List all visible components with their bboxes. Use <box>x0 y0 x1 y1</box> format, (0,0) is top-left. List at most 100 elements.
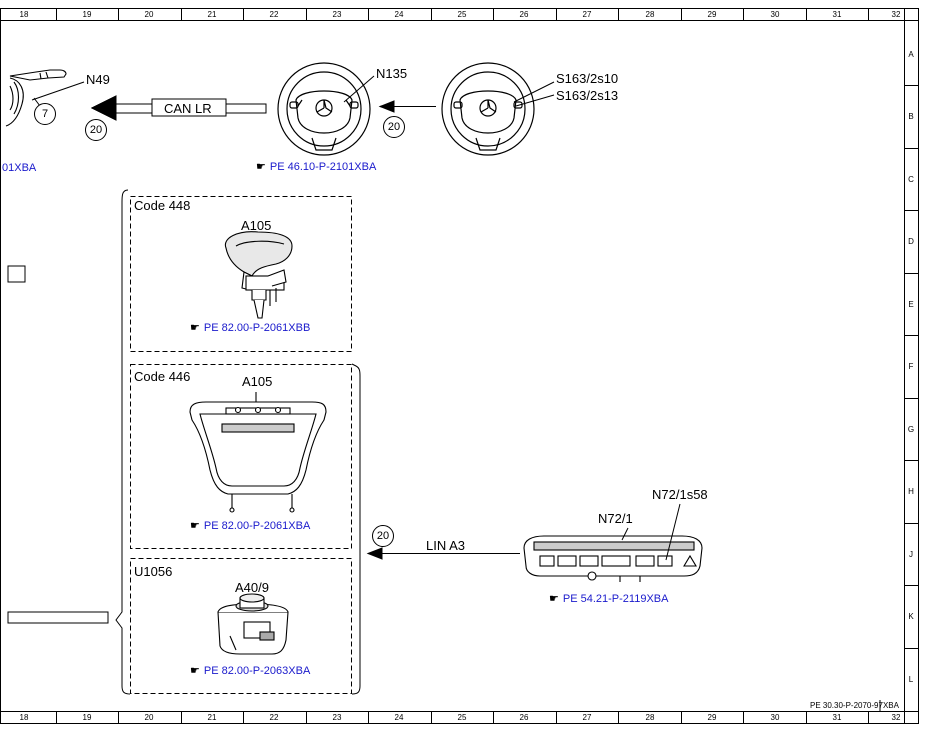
col-label: 19 <box>82 10 92 19</box>
lin-a3-label: LIN A3 <box>426 538 466 553</box>
row-label: J <box>909 550 913 559</box>
row-label: E <box>908 300 914 309</box>
n49-steering-column-switch <box>5 69 67 127</box>
col-label: 26 <box>519 713 529 722</box>
row-label: B <box>908 112 914 121</box>
col-label: 31 <box>832 10 842 19</box>
pointing-hand-icon: ☛ <box>190 322 200 334</box>
col-label: 23 <box>332 713 342 722</box>
u1056-ref-text: PE 82.00-P-2063XBA <box>203 665 311 677</box>
col-label: 24 <box>394 10 404 19</box>
col-label: 18 <box>19 713 29 722</box>
n72-1-control-panel <box>523 535 703 582</box>
col-label: 20 <box>144 10 154 19</box>
switch-arrow <box>378 100 436 113</box>
col-label: 28 <box>645 713 655 722</box>
pointing-hand-icon: ☛ <box>190 665 200 677</box>
s163-steering-wheel <box>441 62 535 156</box>
n72-1-label: N72/1 <box>598 511 633 526</box>
left-partial-ref[interactable]: 01XBA <box>2 162 37 174</box>
col-label: 19 <box>82 713 92 722</box>
connector-circle-7: 7 <box>34 103 56 125</box>
code446-component: A105 <box>242 374 273 389</box>
s163-leader-1 <box>513 81 555 103</box>
drawing-frame <box>0 8 919 724</box>
can-lr-label: CAN LR <box>164 101 212 116</box>
pointing-hand-icon: ☛ <box>190 520 200 532</box>
code446-box <box>130 364 352 549</box>
row-label: G <box>907 425 915 434</box>
col-label: 25 <box>457 713 467 722</box>
n72-1-leader <box>621 527 629 541</box>
u1056-component: A40/9 <box>235 580 269 595</box>
n72-1s58-leader <box>665 503 681 561</box>
s163-leader-2 <box>515 94 555 107</box>
n49-leader <box>31 81 85 101</box>
n72-ref-link[interactable]: ☛PE 54.21-P-2119XBA <box>549 593 668 606</box>
col-label: 26 <box>519 10 529 19</box>
n135-ref-text: PE 46.10-P-2101XBA <box>269 161 377 173</box>
s163-2s13-label: S163/2s13 <box>556 88 619 103</box>
row-label: D <box>908 237 914 246</box>
row-label: L <box>908 675 914 684</box>
row-label: H <box>908 487 914 496</box>
col-label: 23 <box>332 10 342 19</box>
col-label: 22 <box>269 713 279 722</box>
col-label: 30 <box>770 10 780 19</box>
col-label: 31 <box>832 713 842 722</box>
row-label: C <box>908 175 914 184</box>
u1056-ref-link[interactable]: ☛PE 82.00-P-2063XBA <box>190 665 310 678</box>
column-ticks <box>56 8 869 724</box>
code448-component: A105 <box>241 218 272 233</box>
a105-selector-lever <box>224 231 293 319</box>
n49-label: N49 <box>86 72 110 87</box>
code446-ref-link[interactable]: ☛PE 82.00-P-2061XBA <box>190 520 310 533</box>
u1056-box <box>130 558 352 694</box>
n135-steering-wheel <box>277 62 371 156</box>
pointing-hand-icon: ☛ <box>256 161 266 173</box>
n72-1s58-label: N72/1s58 <box>652 487 708 502</box>
row-label: F <box>908 362 914 371</box>
n135-leader <box>343 75 375 103</box>
can-lr-box <box>151 98 227 117</box>
left-bus-bar <box>7 611 109 624</box>
col-label: 29 <box>707 10 717 19</box>
col-label: 22 <box>269 10 279 19</box>
code448-title: Code 448 <box>134 198 191 213</box>
sheet-reference: PE 30.30-P-2070-97XBA <box>810 701 899 710</box>
col-label: 30 <box>770 713 780 722</box>
col-label: 21 <box>207 10 217 19</box>
col-label: 20 <box>144 713 154 722</box>
col-label: 21 <box>207 713 217 722</box>
lin-a3-arrow <box>366 547 520 560</box>
row-ticks <box>904 85 918 649</box>
n135-ref-link[interactable]: ☛PE 46.10-P-2101XBA <box>256 161 376 174</box>
a105-console-bezel <box>189 392 327 513</box>
col-label: 29 <box>707 713 717 722</box>
code446-ref-text: PE 82.00-P-2061XBA <box>203 520 311 532</box>
col-label: 27 <box>582 10 592 19</box>
group-brace <box>115 189 131 695</box>
left-connector-box <box>7 265 26 283</box>
s163-2s10-label: S163/2s10 <box>556 71 619 86</box>
connector-circle-20-can: 20 <box>85 119 107 141</box>
code446-brace <box>351 363 361 695</box>
col-label: 27 <box>582 713 592 722</box>
code448-ref-link[interactable]: ☛PE 82.00-P-2061XBB <box>190 322 310 335</box>
row-label: K <box>908 612 914 621</box>
u1056-title: U1056 <box>134 564 173 579</box>
col-label: 18 <box>19 10 29 19</box>
code448-box <box>130 196 352 352</box>
connector-circle-20-switch: 20 <box>383 116 405 138</box>
n135-label: N135 <box>376 66 408 81</box>
row-label: A <box>908 50 914 59</box>
col-label: 32 <box>891 713 901 722</box>
code448-ref-text: PE 82.00-P-2061XBB <box>203 322 311 334</box>
connector-circle-20-lin: 20 <box>372 525 394 547</box>
n72-ref-text: PE 54.21-P-2119XBA <box>562 593 669 605</box>
col-label: 28 <box>645 10 655 19</box>
col-label: 25 <box>457 10 467 19</box>
pointing-hand-icon: ☛ <box>549 593 559 605</box>
col-label: 32 <box>891 10 901 19</box>
